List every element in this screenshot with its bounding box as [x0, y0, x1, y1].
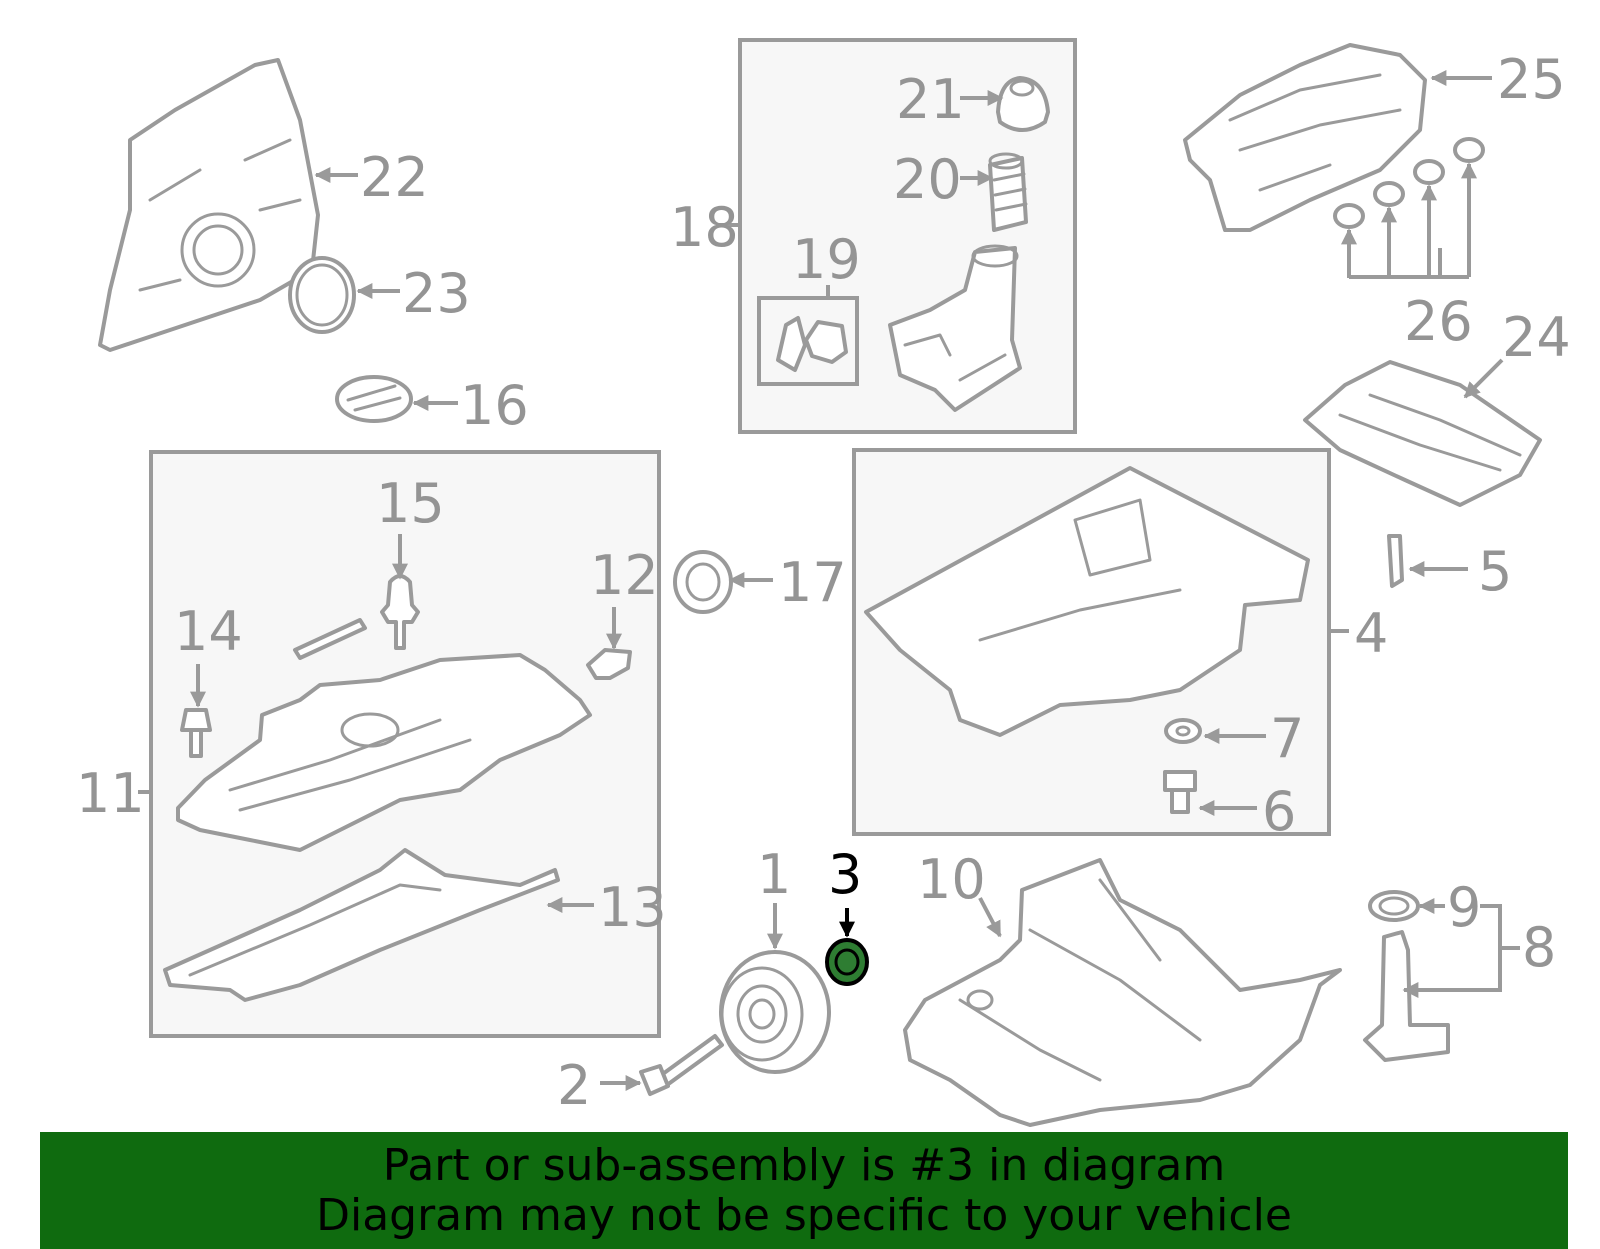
callout-11: 11: [76, 762, 145, 825]
part-20-filter-element[interactable]: [988, 152, 1028, 232]
banner-line-1: Part or sub-assembly is #3 in diagram: [382, 1139, 1226, 1191]
part-16-cap[interactable]: [335, 375, 413, 423]
callout-13: 13: [598, 876, 667, 939]
callout-17: 17: [778, 551, 847, 614]
callout-22: 22: [360, 146, 429, 209]
callout-20: 20: [893, 148, 962, 211]
part-1-crank-pulley[interactable]: [719, 950, 831, 1074]
callout-6: 6: [1262, 780, 1296, 843]
part-6-drain-bolt[interactable]: [1163, 770, 1197, 814]
part-11-valve-cover[interactable]: [176, 653, 592, 852]
gasket-small[interactable]: [293, 618, 367, 660]
part-13-cover-gasket[interactable]: [163, 848, 560, 1002]
callout-24: 24: [1502, 306, 1571, 369]
part-4-oil-pan-upper[interactable]: [864, 466, 1310, 737]
callout-numbers: 22 23 16 21 20 18 19 25 26 24 5 4 7 6 17…: [76, 48, 1571, 1117]
callout-16: 16: [460, 374, 529, 437]
part-23-seal-ring[interactable]: [288, 256, 356, 334]
callout-12: 12: [590, 544, 659, 607]
callout-25: 25: [1497, 48, 1566, 111]
callout-23: 23: [402, 262, 471, 325]
part-17-tensioner[interactable]: [673, 550, 733, 614]
part-8-oil-level-sensor[interactable]: [1363, 930, 1450, 1062]
part-22-timing-cover[interactable]: [98, 58, 320, 352]
callout-15: 15: [376, 472, 445, 535]
callout-9: 9: [1447, 876, 1481, 939]
callout-2: 2: [557, 1054, 591, 1117]
part-25-intake-manifold[interactable]: [1183, 43, 1427, 232]
callout-1: 1: [757, 843, 791, 906]
callout-18: 18: [670, 196, 739, 259]
part-12-seal[interactable]: [586, 648, 632, 680]
part-7-washer[interactable]: [1164, 718, 1202, 744]
callout-5: 5: [1478, 540, 1512, 603]
callout-3: 3: [828, 843, 862, 906]
info-banner: Part or sub-assembly is #3 in diagram Di…: [40, 1132, 1568, 1249]
part-14-bolt[interactable]: [180, 708, 212, 758]
part-24-baffle-plate[interactable]: [1303, 360, 1542, 507]
callout-26: 26: [1404, 290, 1473, 353]
callout-8: 8: [1522, 916, 1556, 979]
callout-10: 10: [917, 848, 986, 911]
filter-housing[interactable]: [888, 244, 1022, 412]
callout-7: 7: [1270, 707, 1304, 770]
leader-lines: [138, 70, 1520, 1091]
part-3-front-crank-seal[interactable]: [825, 938, 869, 986]
part-21-filter-cap[interactable]: [996, 76, 1050, 132]
part-2-pulley-bolt[interactable]: [639, 1034, 724, 1096]
part-19-gasket-set[interactable]: [776, 316, 848, 372]
part-9-washer[interactable]: [1368, 890, 1420, 922]
callout-21: 21: [896, 68, 965, 131]
callout-4: 4: [1354, 602, 1388, 665]
callout-14: 14: [174, 600, 243, 663]
banner-line-2: Diagram may not be specific to your vehi…: [316, 1189, 1292, 1241]
part-5-sensor[interactable]: [1387, 534, 1404, 588]
part-26-o-rings[interactable]: [1333, 137, 1485, 229]
callout-19: 19: [792, 228, 861, 291]
part-10-oil-pan-lower[interactable]: [903, 858, 1342, 1127]
